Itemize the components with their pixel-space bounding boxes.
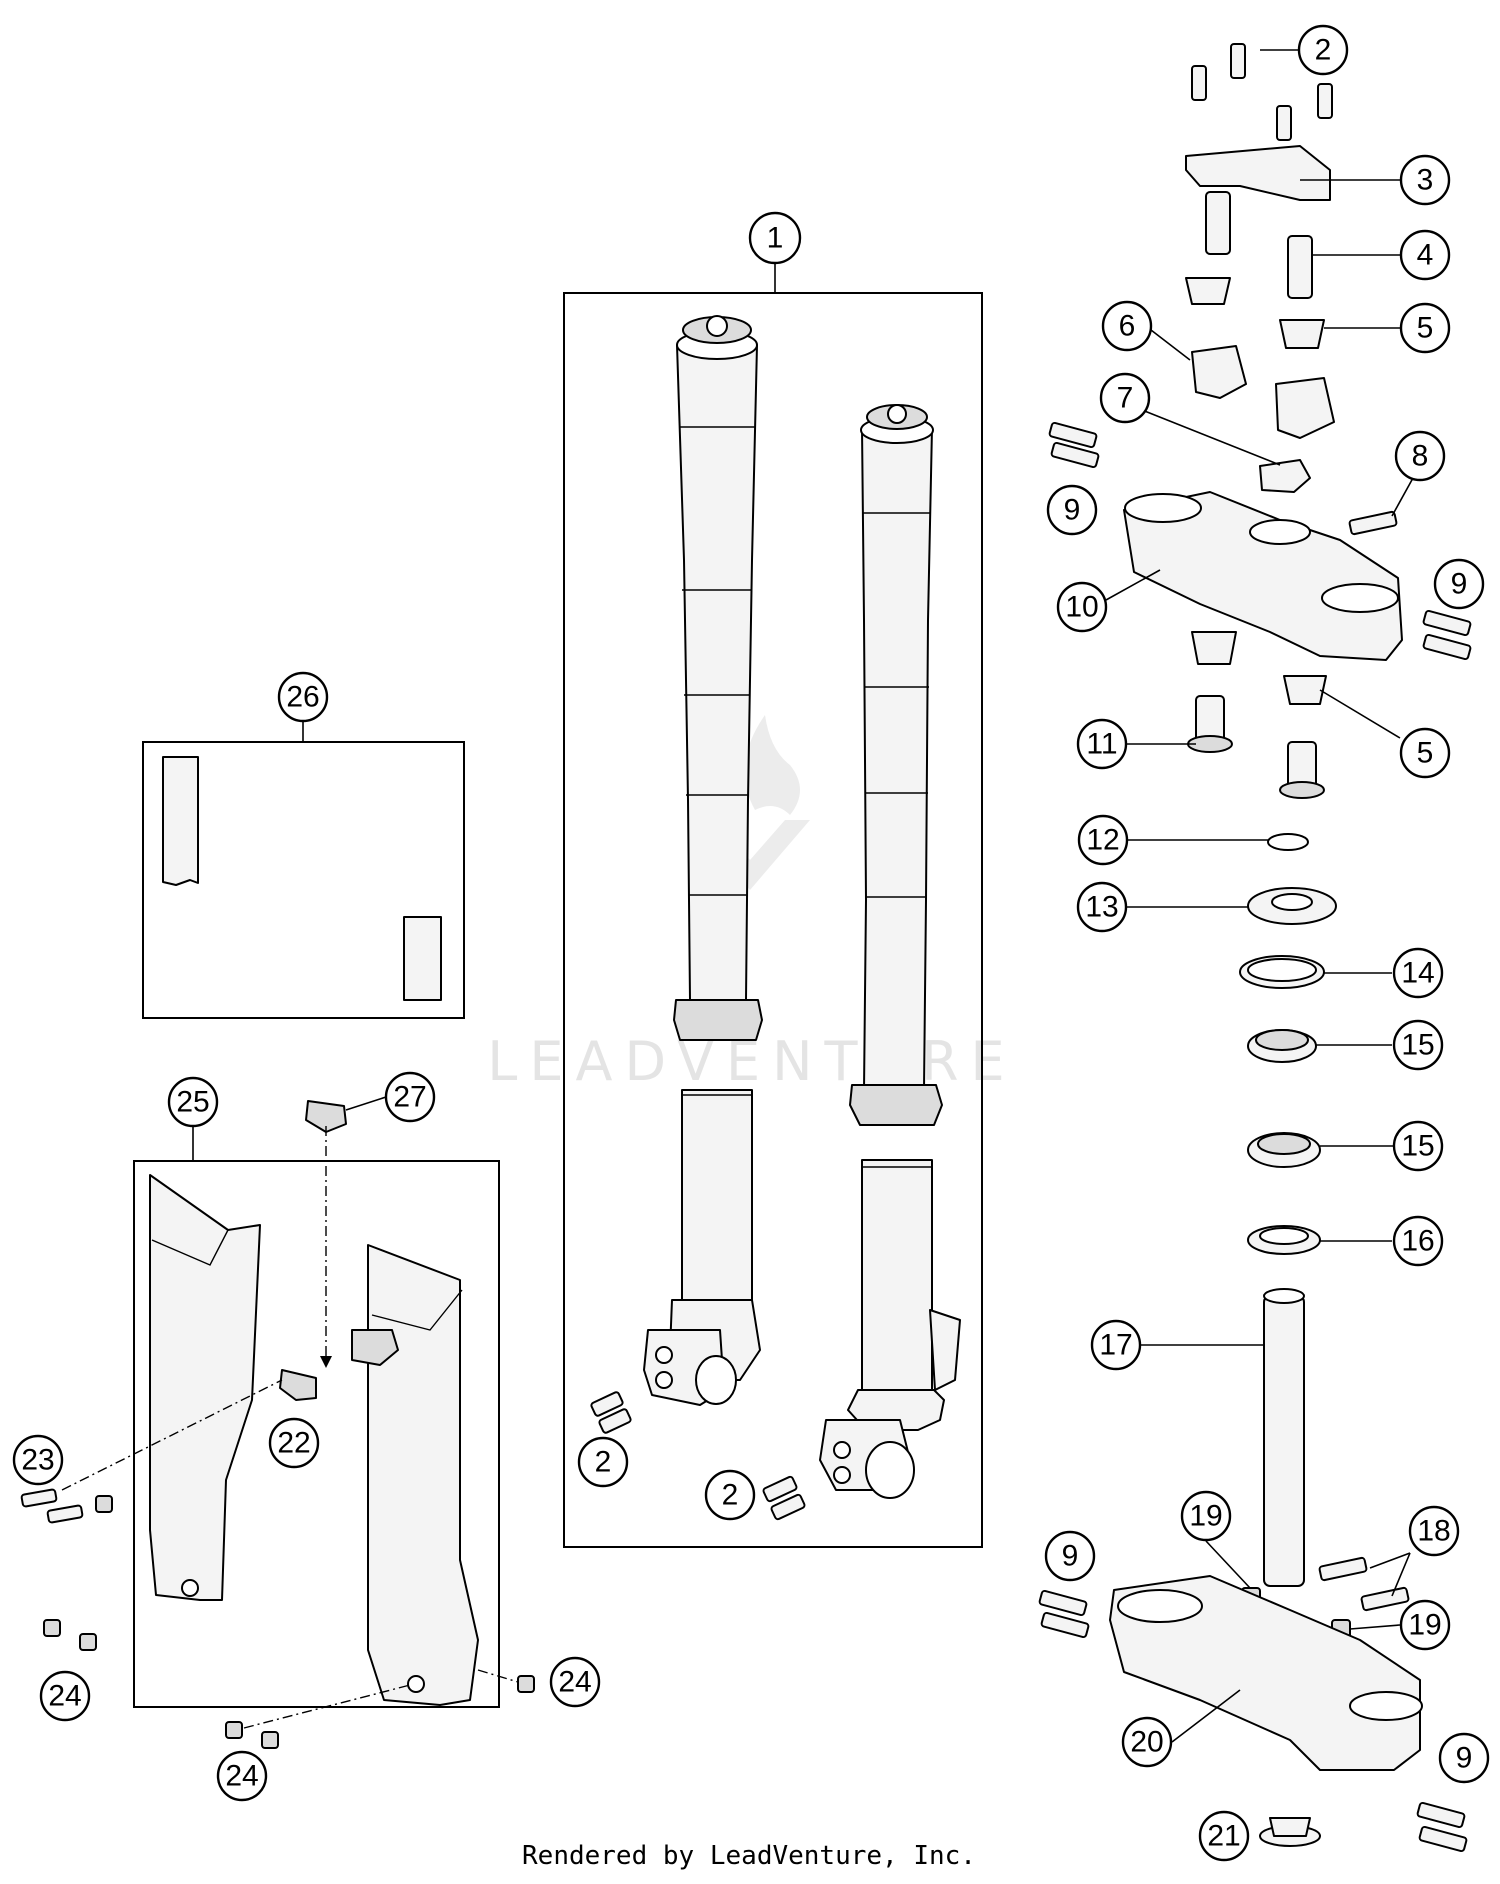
svg-text:12: 12 (1086, 824, 1119, 857)
guard-screws (20, 1488, 535, 1749)
callout-19: 19 (1180, 1490, 1232, 1542)
fork-assembly-box (563, 292, 983, 1548)
callout-24: 24 (216, 1750, 268, 1802)
callout-24: 24 (549, 1656, 601, 1708)
svg-text:24: 24 (225, 1760, 258, 1793)
svg-text:18: 18 (1417, 1515, 1450, 1548)
steering-parts (1038, 43, 1472, 1853)
callout-5: 5 (1399, 302, 1451, 354)
callout-22: 22 (268, 1417, 320, 1469)
svg-text:9: 9 (1456, 1742, 1473, 1775)
callout-18: 18 (1408, 1505, 1460, 1557)
fork-leg-right (819, 404, 961, 1499)
fork-guard-box (133, 1160, 500, 1708)
svg-text:16: 16 (1401, 1225, 1434, 1258)
svg-text:24: 24 (558, 1666, 591, 1699)
callout-13: 13 (1076, 881, 1128, 933)
svg-text:7: 7 (1117, 382, 1134, 415)
svg-text:5: 5 (1417, 737, 1434, 770)
callout-24: 24 (39, 1670, 91, 1722)
svg-text:6: 6 (1119, 310, 1136, 343)
callout-3: 3 (1399, 154, 1451, 206)
decal-pads (162, 756, 442, 1001)
callout-25: 25 (167, 1076, 219, 1128)
callout-2: 2 (1297, 24, 1349, 76)
callout-15: 15 (1392, 1019, 1444, 1071)
callout-9: 9 (1044, 1530, 1096, 1582)
callout-27: 27 (384, 1071, 436, 1123)
fork-leg-left (643, 315, 763, 1406)
svg-text:24: 24 (48, 1680, 81, 1713)
callout-11: 11 (1076, 718, 1128, 770)
callout-7: 7 (1099, 372, 1151, 424)
callout-21: 21 (1198, 1810, 1250, 1862)
svg-text:27: 27 (393, 1081, 426, 1114)
svg-text:17: 17 (1099, 1329, 1132, 1362)
bolt-set-fork-right (762, 1475, 806, 1521)
svg-text:2: 2 (595, 1446, 612, 1479)
guard-clip-27 (305, 1100, 347, 1133)
svg-text:8: 8 (1412, 440, 1429, 473)
callout-1: 1 (748, 211, 802, 265)
fork-guard-right (351, 1244, 479, 1706)
callout-20: 20 (1121, 1716, 1173, 1768)
callout-15: 15 (1392, 1120, 1444, 1172)
callout-26: 26 (277, 671, 329, 723)
leader-lines (61, 49, 1414, 1743)
svg-text:23: 23 (21, 1444, 54, 1477)
svg-text:15: 15 (1401, 1130, 1434, 1163)
svg-text:22: 22 (277, 1427, 310, 1460)
callout-8: 8 (1394, 430, 1446, 482)
callout-17: 17 (1090, 1319, 1142, 1371)
callout-10: 10 (1056, 581, 1108, 633)
svg-text:11: 11 (1086, 728, 1117, 761)
callout-12: 12 (1077, 814, 1129, 866)
fork-guard-left (149, 1174, 261, 1601)
callout-23: 23 (12, 1434, 64, 1486)
svg-text:15: 15 (1401, 1029, 1434, 1062)
footer-credit: Rendered by LeadVenture, Inc. (522, 1841, 976, 1871)
svg-text:2: 2 (722, 1479, 739, 1512)
guard-clip-22 (279, 1369, 317, 1401)
callout-4: 4 (1399, 229, 1451, 281)
svg-text:14: 14 (1401, 957, 1434, 990)
callout-19: 19 (1399, 1599, 1451, 1651)
watermark-flame-icon (744, 715, 800, 815)
svg-text:26: 26 (286, 681, 319, 714)
callout-14: 14 (1392, 947, 1444, 999)
svg-text:1: 1 (767, 222, 784, 255)
callout-6: 6 (1101, 300, 1153, 352)
svg-text:2: 2 (1315, 34, 1332, 67)
svg-text:13: 13 (1085, 891, 1118, 924)
svg-text:5: 5 (1417, 312, 1434, 345)
svg-text:10: 10 (1065, 591, 1098, 624)
svg-text:4: 4 (1417, 239, 1434, 272)
callout-9: 9 (1433, 558, 1485, 610)
svg-text:25: 25 (176, 1086, 209, 1119)
svg-text:9: 9 (1064, 494, 1081, 527)
callout-5: 5 (1399, 727, 1451, 779)
callout-9: 9 (1046, 484, 1098, 536)
callout-2: 2 (577, 1436, 629, 1488)
callout-2: 2 (704, 1469, 756, 1521)
svg-text:20: 20 (1130, 1726, 1163, 1759)
svg-text:19: 19 (1189, 1500, 1222, 1533)
callout-9: 9 (1438, 1732, 1490, 1784)
svg-text:9: 9 (1062, 1540, 1079, 1573)
svg-text:19: 19 (1408, 1609, 1441, 1642)
svg-text:21: 21 (1207, 1820, 1240, 1853)
callout-16: 16 (1392, 1215, 1444, 1267)
bolt-set-fork-left (590, 1391, 632, 1434)
svg-text:3: 3 (1417, 164, 1434, 197)
svg-text:9: 9 (1451, 568, 1468, 601)
